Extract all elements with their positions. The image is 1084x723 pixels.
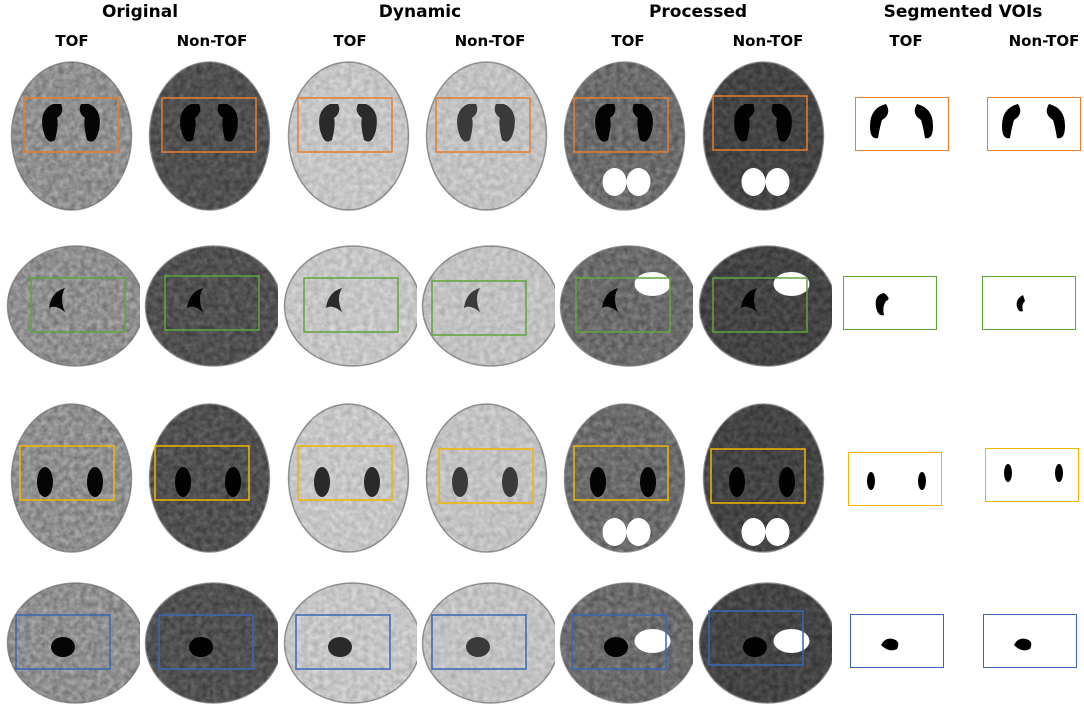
subheader-processed-nontof: Non-TOF (732, 32, 804, 50)
pet-slice-sagittal-putamen-original-nontof (141, 563, 278, 723)
voi-box (712, 277, 808, 333)
voi-box (573, 97, 669, 153)
pet-slice-coronal-striatum-dynamic-nontof (418, 394, 555, 554)
pet-slice-sagittal-caudate-dynamic-nontof (418, 226, 555, 386)
voi-box (297, 97, 393, 153)
pet-slice-sagittal-putamen-processed-nontof (695, 563, 832, 723)
voi-box (30, 277, 126, 333)
pet-slice-sagittal-caudate-processed-nontof (695, 226, 832, 386)
voi-box (161, 97, 257, 153)
voi-box (15, 614, 111, 670)
voi-box (712, 95, 808, 151)
subheader-original-nontof: Non-TOF (176, 32, 248, 50)
segmented-voi-transaxial-striatum-nontof (987, 97, 1081, 151)
pet-slice-sagittal-caudate-original-nontof (141, 226, 278, 386)
pet-slice-transaxial-striatum-dynamic-tof (280, 52, 417, 212)
segmented-voi-transaxial-striatum-tof (855, 97, 949, 151)
voi-box (708, 610, 804, 666)
pet-slice-coronal-striatum-dynamic-tof (280, 394, 417, 554)
subheader-voi-nontof: Non-TOF (1008, 32, 1080, 50)
segmented-voi-coronal-striatum-tof (848, 452, 942, 506)
pet-slice-sagittal-putamen-original-tof (3, 563, 140, 723)
subheader-dynamic-tof: TOF (333, 32, 367, 50)
voi-box (431, 614, 527, 670)
segmented-voi-sagittal-putamen-nontof (983, 614, 1077, 668)
pet-slice-sagittal-putamen-dynamic-nontof (418, 563, 555, 723)
pet-slice-sagittal-caudate-dynamic-tof (280, 226, 417, 386)
subheader-original-tof: TOF (55, 32, 89, 50)
pet-slice-sagittal-putamen-processed-tof (556, 563, 693, 723)
voi-box (435, 97, 531, 153)
pet-slice-coronal-striatum-processed-tof (556, 394, 693, 554)
pet-slice-transaxial-striatum-original-nontof (141, 52, 278, 212)
header-processed: Processed (648, 2, 748, 22)
subheader-voi-tof: TOF (889, 32, 923, 50)
voi-box (571, 614, 667, 670)
voi-box (23, 97, 119, 153)
header-dynamic: Dynamic (378, 2, 462, 22)
voi-box (295, 614, 391, 670)
pet-slice-transaxial-striatum-dynamic-nontof (418, 52, 555, 212)
segmented-voi-coronal-striatum-nontof (985, 448, 1079, 502)
voi-box (303, 277, 399, 333)
pet-slice-sagittal-putamen-dynamic-tof (280, 563, 417, 723)
segmented-voi-sagittal-caudate-nontof (982, 276, 1076, 330)
header-segmented-vois: Segmented VOIs (883, 2, 1043, 22)
voi-box (710, 448, 806, 504)
pet-slice-sagittal-caudate-original-tof (3, 226, 140, 386)
voi-box (297, 445, 393, 501)
pet-slice-transaxial-striatum-processed-tof (556, 52, 693, 212)
voi-box (154, 445, 250, 501)
subheader-processed-tof: TOF (611, 32, 645, 50)
segmented-voi-sagittal-caudate-tof (843, 276, 937, 330)
pet-slice-coronal-striatum-original-tof (3, 394, 140, 554)
voi-box (19, 445, 115, 501)
subheader-dynamic-nontof: Non-TOF (454, 32, 526, 50)
pet-slice-transaxial-striatum-processed-nontof (695, 52, 832, 212)
pet-slice-sagittal-caudate-processed-tof (556, 226, 693, 386)
voi-box (158, 614, 254, 670)
segmented-voi-sagittal-putamen-tof (850, 614, 944, 668)
voi-box (573, 445, 669, 501)
voi-box (431, 280, 527, 336)
voi-box (164, 275, 260, 331)
voi-box (575, 277, 671, 333)
pet-slice-coronal-striatum-processed-nontof (695, 394, 832, 554)
pet-slice-coronal-striatum-original-nontof (141, 394, 278, 554)
pet-slice-transaxial-striatum-original-tof (3, 52, 140, 212)
voi-box (438, 448, 534, 504)
header-original: Original (101, 2, 179, 22)
